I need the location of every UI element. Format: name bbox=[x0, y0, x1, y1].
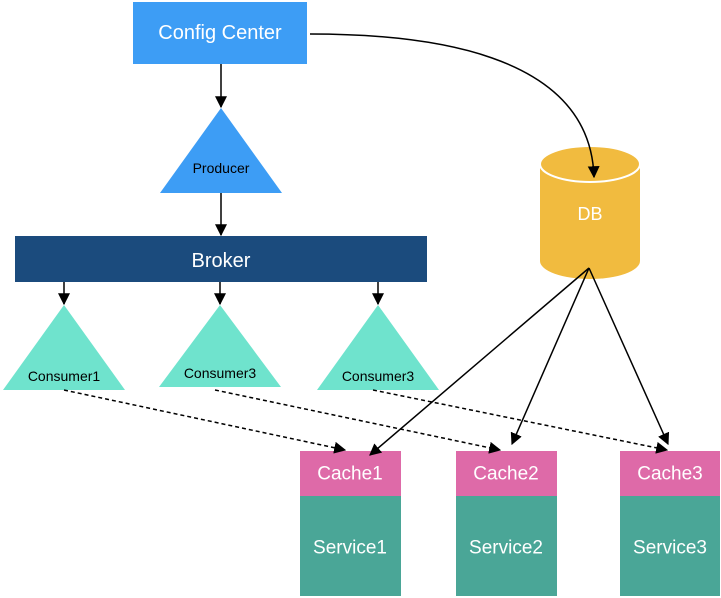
db-node: DB bbox=[539, 145, 641, 279]
service-label-1: Service1 bbox=[313, 538, 387, 559]
arrow-db-to-cache-2 bbox=[510, 267, 590, 446]
arrow-db-to-cache-3 bbox=[588, 267, 670, 446]
broker-bar bbox=[15, 236, 427, 282]
arrow-db-to-cache-1 bbox=[369, 267, 590, 456]
service-box-1 bbox=[300, 496, 401, 596]
config-center-box bbox=[133, 2, 307, 64]
consumer-triangle-3 bbox=[317, 305, 439, 390]
cache-service-3: Cache3 Service3 bbox=[620, 451, 720, 596]
consumer-triangle-1 bbox=[3, 305, 125, 390]
config-center-node: Config Center bbox=[133, 2, 307, 64]
arrow-consumer-3-to-cache-3 bbox=[372, 389, 669, 454]
producer-label: Producer bbox=[193, 160, 250, 176]
cache-box-3 bbox=[620, 451, 720, 496]
arrow-config-to-db bbox=[309, 33, 600, 179]
cache-service-1: Cache1 Service1 bbox=[300, 451, 401, 596]
service-label-2: Service2 bbox=[469, 538, 543, 559]
consumer-node-3: Consumer3 bbox=[317, 305, 439, 390]
service-box-2 bbox=[456, 496, 557, 596]
db-label: DB bbox=[577, 204, 602, 224]
cache-box-2 bbox=[456, 451, 557, 496]
cache-box-1 bbox=[300, 451, 401, 496]
consumer-node-1: Consumer1 bbox=[3, 305, 125, 390]
consumer-node-2: Consumer3 bbox=[159, 305, 281, 387]
consumer-label-2: Consumer3 bbox=[184, 365, 257, 381]
cache-label-1: Cache1 bbox=[317, 464, 383, 485]
db-cylinder-body bbox=[540, 164, 640, 279]
producer-triangle bbox=[160, 108, 282, 193]
arrow-consumer-1-to-cache-1 bbox=[63, 389, 347, 454]
config-center-label: Config Center bbox=[158, 22, 282, 44]
arrow-consumer-2-to-cache-2 bbox=[214, 389, 502, 454]
cache-service-2: Cache2 Service2 bbox=[456, 451, 557, 596]
service-box-3 bbox=[620, 496, 720, 596]
cache-label-3: Cache3 bbox=[637, 464, 703, 485]
consumer-label-3: Consumer3 bbox=[342, 368, 415, 384]
consumer-triangle-2 bbox=[159, 305, 281, 387]
consumer-label-1: Consumer1 bbox=[28, 368, 101, 384]
arrows bbox=[58, 33, 670, 456]
cache-label-2: Cache2 bbox=[473, 464, 539, 485]
producer-node: Producer bbox=[160, 108, 282, 193]
service-label-3: Service3 bbox=[633, 538, 707, 559]
broker-node: Broker bbox=[15, 236, 427, 282]
broker-label: Broker bbox=[192, 250, 251, 272]
